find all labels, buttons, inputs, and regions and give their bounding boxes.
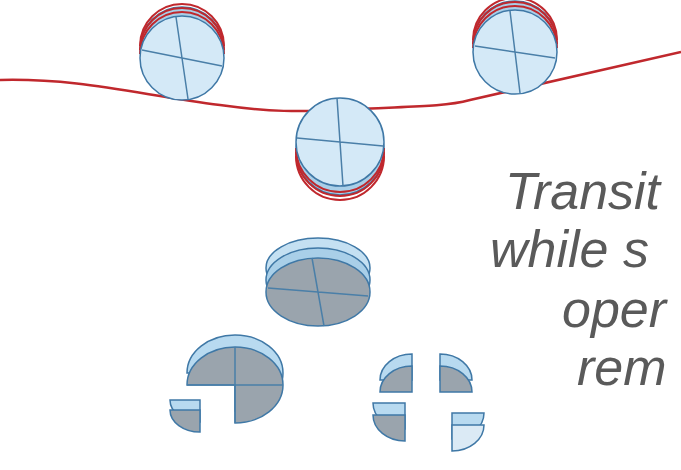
nucleosome (296, 98, 384, 200)
caption-line: rem (577, 341, 667, 393)
caption-line: while s (490, 223, 649, 275)
histone-fragments (170, 335, 484, 451)
caption-line: oper (562, 283, 666, 335)
nucleosome (140, 4, 224, 100)
released-histone-core (266, 238, 370, 326)
caption-line: Transit (505, 165, 660, 217)
nucleosome (473, 0, 557, 94)
